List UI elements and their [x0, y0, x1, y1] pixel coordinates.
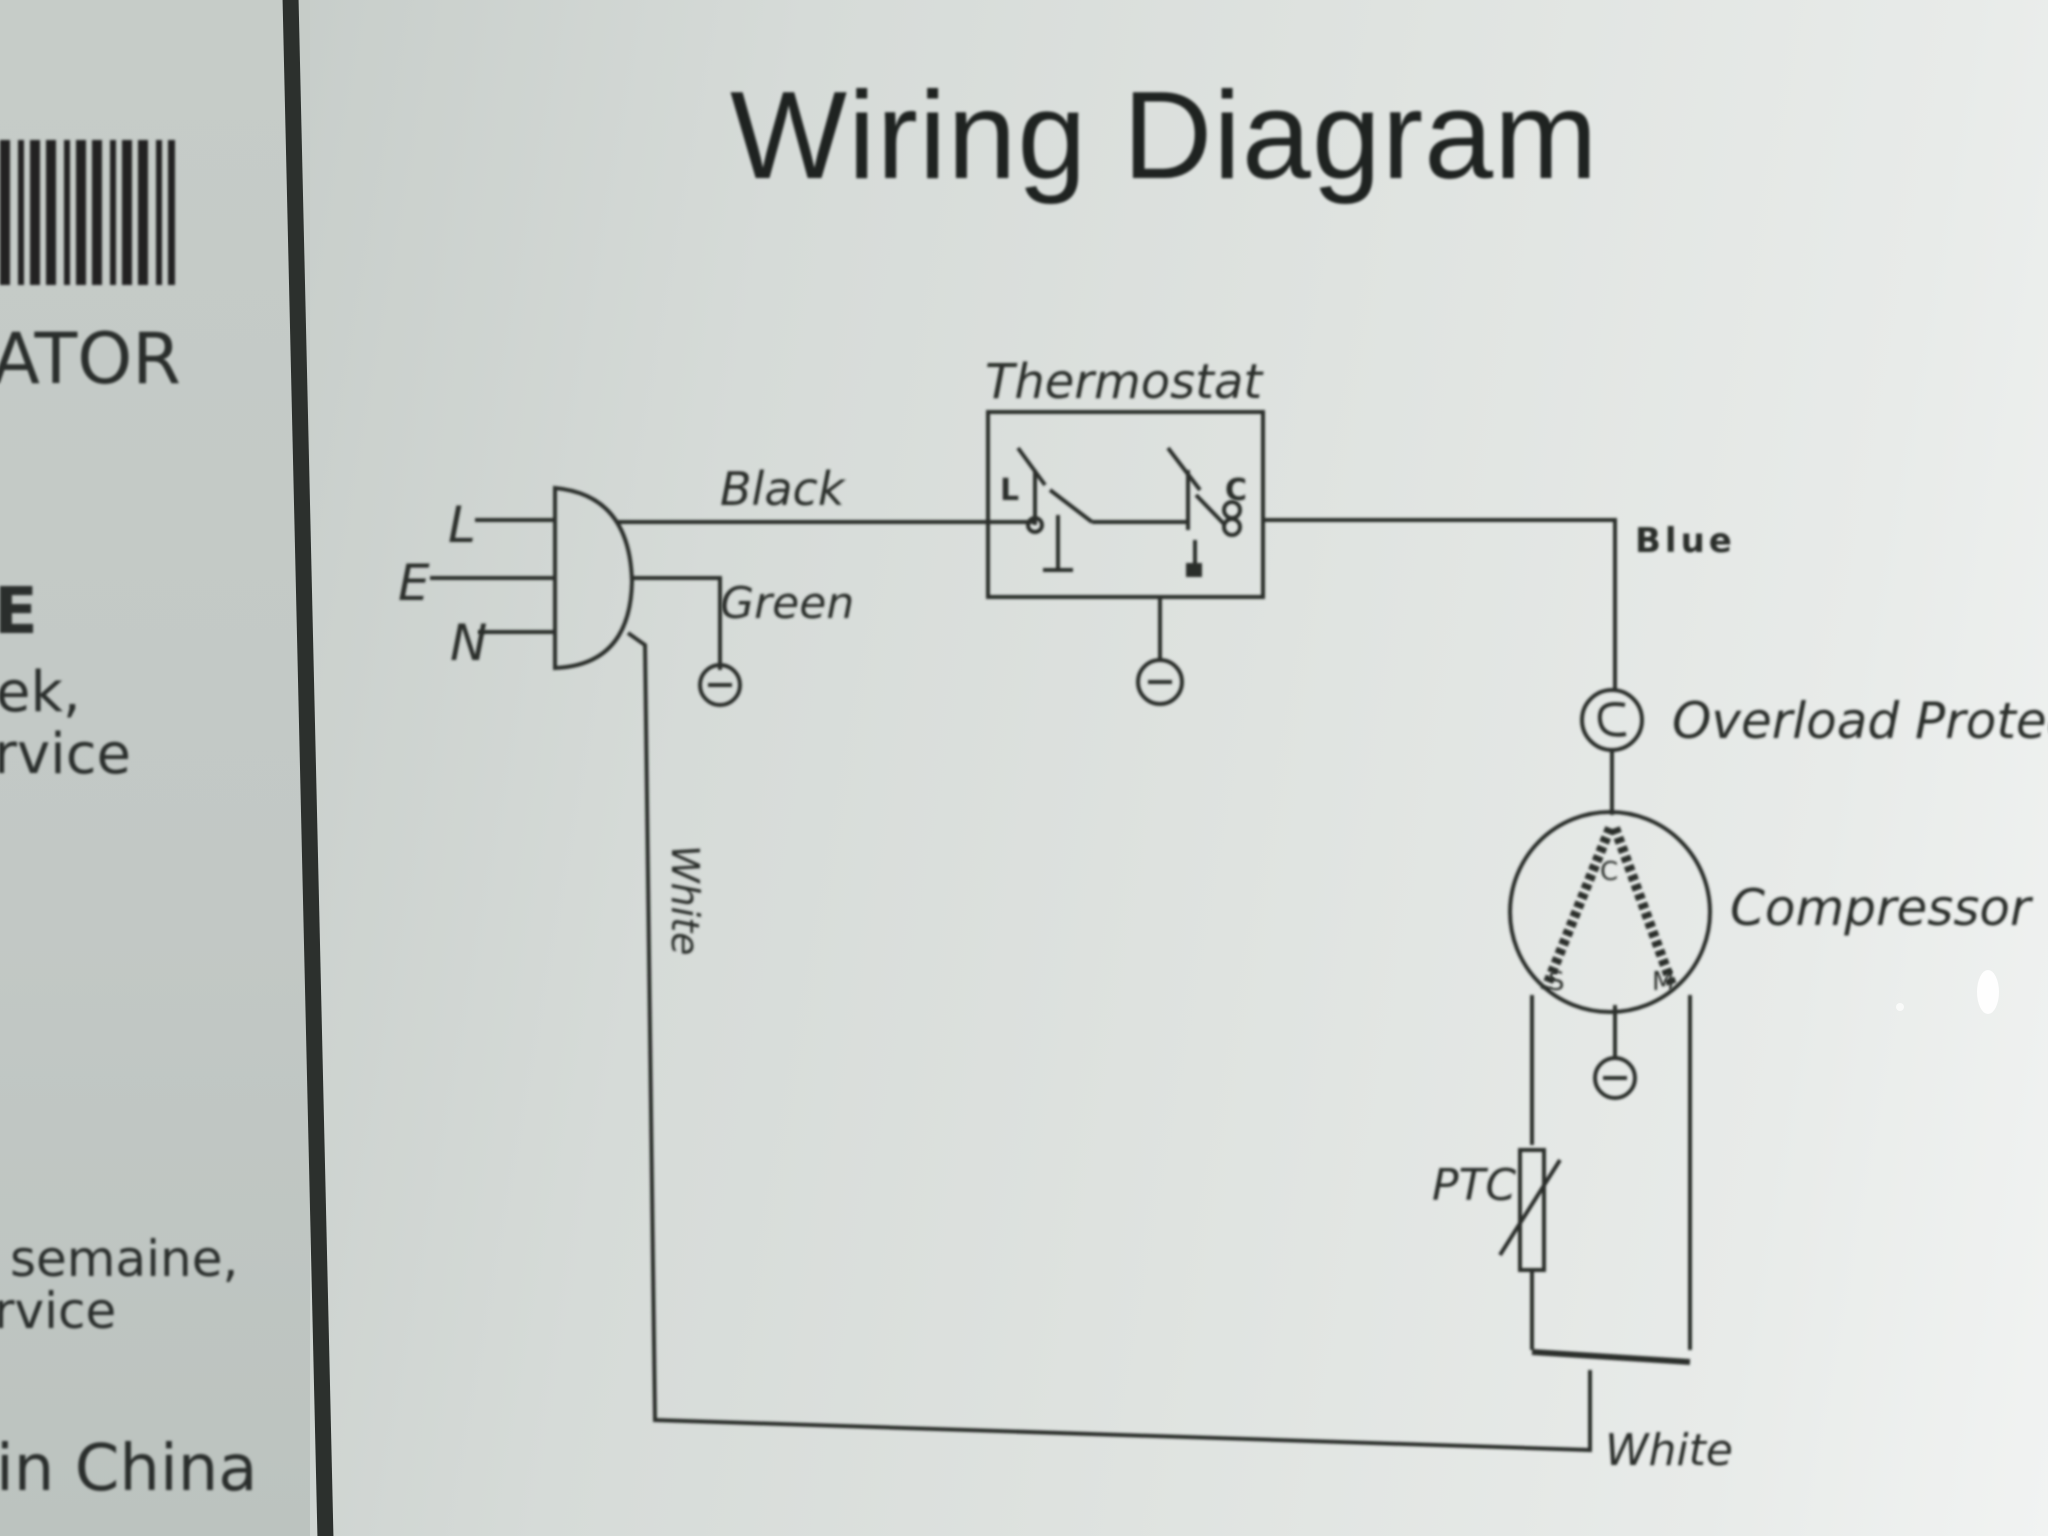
blue-wire	[1263, 518, 1617, 690]
diagram-title: Wiring Diagram	[730, 67, 1599, 205]
ptc-symbol	[1518, 1148, 1546, 1272]
ground-icon-thermostat	[1136, 658, 1184, 706]
label-word-semaine: semaine,	[10, 1230, 239, 1288]
thermostat-label: Thermostat	[985, 354, 1264, 410]
thermostat-box	[986, 410, 1265, 599]
overload-protector-symbol	[1580, 688, 1644, 752]
label-word-made-in-china: in China	[0, 1432, 258, 1506]
compressor-winding-start	[1540, 826, 1615, 992]
overload-protector-label: Overload Protector	[1672, 692, 2048, 750]
compressor-terminal-s: S	[1548, 967, 1565, 997]
label-word-e: E	[0, 575, 38, 649]
wire-label-white-bottom: White	[1605, 1425, 1733, 1476]
ground-icon-green	[698, 663, 742, 707]
compressor-terminal-c: C	[1600, 857, 1618, 887]
wire-label-white-left: White	[663, 845, 707, 956]
plug-symbol	[553, 485, 635, 671]
wire-label-black: Black	[720, 462, 847, 516]
wire-label-blue: Blue	[1635, 521, 1736, 561]
plug-label-e: E	[398, 554, 430, 612]
ground-icon-compressor	[1593, 1056, 1637, 1100]
white-wire	[626, 631, 1592, 1453]
label-word-ek: ek,	[0, 660, 81, 725]
plug-label-l: L	[448, 496, 476, 554]
green-wire	[630, 576, 722, 670]
compressor-symbol	[1508, 810, 1712, 1014]
thermostat-terminal-l: L	[1000, 473, 1019, 508]
label-word-ator: ATOR	[0, 318, 181, 400]
compressor-winding-main	[1610, 826, 1677, 987]
label-word-rvice-2: rvice	[0, 1282, 117, 1340]
ptc-label: PTC	[1432, 1160, 1516, 1211]
glare-spot	[1977, 970, 1999, 1014]
left-label-strip: ATOR E ek, rvice semaine, rvice in China	[0, 0, 310, 1536]
compressor-label: Compressor	[1730, 879, 2034, 937]
label-word-rvice: rvice	[0, 722, 131, 787]
compressor-terminal-m: M	[1652, 967, 1674, 997]
thermostat-terminal-c: C	[1225, 473, 1247, 508]
wire-label-green: Green	[720, 578, 854, 629]
plug-label-n: N	[450, 614, 487, 672]
barcode	[0, 140, 175, 285]
